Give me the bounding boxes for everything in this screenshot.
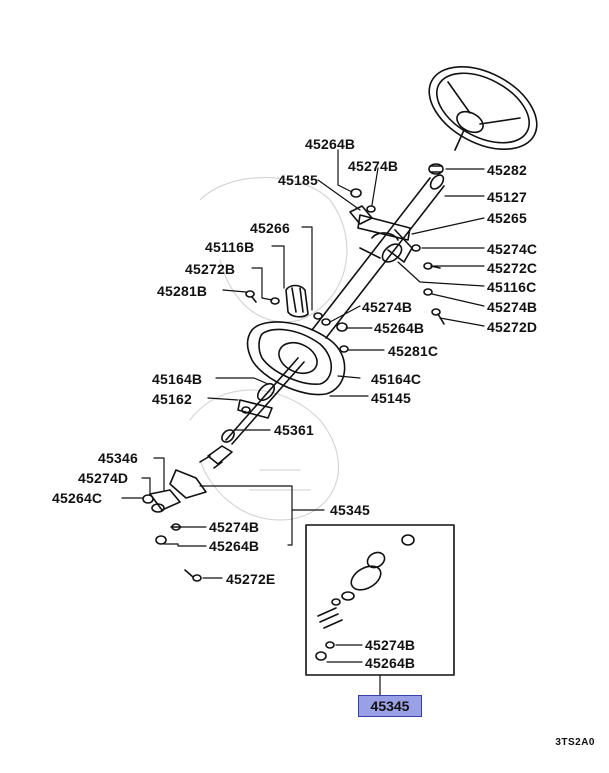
label-45274B-mid: 45274B [362, 299, 413, 315]
intermediate-shaft [199, 357, 305, 469]
label-45116C: 45116C [487, 279, 537, 295]
label-45264B-lower: 45264B [209, 538, 260, 554]
bolt-45272D [431, 308, 445, 325]
label-45274B-top: 45274B [348, 158, 399, 174]
nut-45264B-top [350, 188, 362, 198]
label-45272B: 45272B [185, 261, 236, 277]
label-45272E: 45272E [226, 571, 276, 587]
label-45264C: 45264C [52, 490, 103, 506]
label-45185: 45185 [278, 172, 318, 188]
label-45272C: 45272C [487, 260, 538, 276]
label-45281C: 45281C [388, 343, 439, 359]
kit-parts [315, 534, 415, 661]
label-45264B-mid: 45264B [374, 320, 425, 336]
washer-45274B-r [423, 288, 433, 296]
diagram-code: 3TS2A0 [555, 737, 595, 748]
label-45127: 45127 [487, 189, 527, 205]
nut-45264B-mid [336, 322, 348, 332]
label-45274B-kit: 45274B [365, 637, 416, 653]
label-45281B: 45281B [157, 283, 208, 299]
universal-joint-45345 [142, 469, 207, 513]
bracket-45116B [285, 284, 309, 318]
bolt-45281B [245, 290, 257, 303]
bolt-45274B-top [366, 205, 376, 213]
label-45264B-top: 45264B [305, 136, 356, 152]
label-45274D: 45274D [78, 470, 129, 486]
highlighted-part-number[interactable]: 45345 [358, 695, 422, 717]
label-45346: 45346 [98, 450, 138, 466]
label-45145: 45145 [371, 390, 411, 406]
label-45274C: 45274C [487, 241, 538, 257]
plate-45145 [246, 321, 346, 396]
label-45164B: 45164B [152, 371, 203, 387]
nut-45264B-lo [155, 535, 167, 545]
label-45264B-kit: 45264B [365, 655, 416, 671]
bolt-45272C [423, 262, 441, 270]
label-45164C: 45164C [371, 371, 422, 387]
label-45266: 45266 [250, 220, 290, 236]
nut-45282 [428, 163, 444, 175]
highlighted-part-label: 45345 [370, 698, 410, 714]
washer-45274C [411, 244, 421, 252]
label-45345: 45345 [330, 502, 370, 518]
watermark-logo [189, 177, 348, 521]
steering-wheel [428, 66, 538, 151]
label-45162: 45162 [152, 391, 192, 407]
label-45274B-lower: 45274B [209, 519, 260, 535]
label-45361: 45361 [274, 422, 314, 438]
label-45274B-right: 45274B [487, 299, 538, 315]
bolt-45281C [339, 345, 349, 353]
leader-lines [121, 149, 485, 696]
label-45265: 45265 [487, 210, 527, 226]
label-45272D: 45272D [487, 319, 538, 335]
bolt-45272E [184, 569, 202, 582]
label-45116B: 45116B [205, 239, 255, 255]
label-45282: 45282 [487, 162, 527, 178]
bolt-45272B [270, 297, 280, 305]
